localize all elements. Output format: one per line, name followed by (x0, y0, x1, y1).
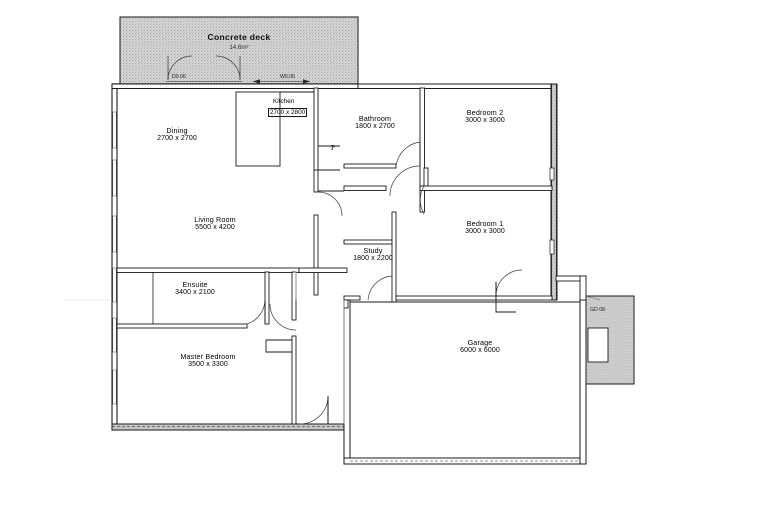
kitchen-dimensions: 2700 x 2800 (268, 108, 308, 117)
interior-walls-left (116, 87, 348, 425)
interior-walls-right (343, 87, 553, 313)
pantry-marker: P (331, 144, 335, 152)
deck-area: 14.6m² (229, 44, 249, 51)
guide-lines (64, 272, 345, 424)
garage-area (343, 299, 587, 465)
deck-window-tag: W0.06 (280, 74, 295, 80)
deck-door-tag: D0.06 (172, 74, 186, 80)
garage-door-structure (555, 275, 635, 385)
kitchen-name: Kitchen (273, 98, 295, 105)
deck-name: Concrete deck (207, 32, 271, 42)
deck-label: Concrete deck 14.6m² (180, 32, 298, 51)
exterior-walls (111, 83, 558, 431)
concrete-deck-area (119, 16, 359, 85)
garage-door-tag: GD 08 (590, 307, 605, 313)
